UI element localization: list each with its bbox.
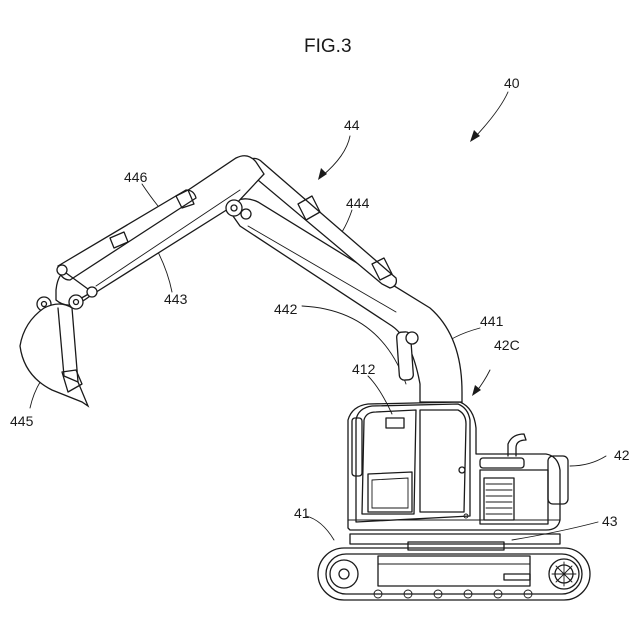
arm <box>56 156 264 305</box>
label-446: 446 <box>124 169 148 185</box>
label-44: 44 <box>344 117 360 133</box>
label-443: 443 <box>164 291 188 307</box>
label-412: 412 <box>352 361 376 377</box>
label-42: 42 <box>614 447 630 463</box>
label-441: 441 <box>480 313 504 329</box>
label-445: 445 <box>10 413 34 429</box>
crawler-track <box>318 534 590 600</box>
figure-title: FIG.3 <box>304 36 352 57</box>
label-40: 40 <box>504 75 520 91</box>
bucket <box>20 304 88 406</box>
leader-lines <box>30 92 606 540</box>
label-42C: 42C <box>494 337 520 353</box>
reference-numerals: 40 44 444 446 443 442 441 42C 412 445 42… <box>10 75 630 529</box>
label-43: 43 <box>602 513 618 529</box>
label-444: 444 <box>346 195 370 211</box>
label-442: 442 <box>274 301 298 317</box>
label-41: 41 <box>294 505 310 521</box>
upper-structure <box>348 402 568 530</box>
